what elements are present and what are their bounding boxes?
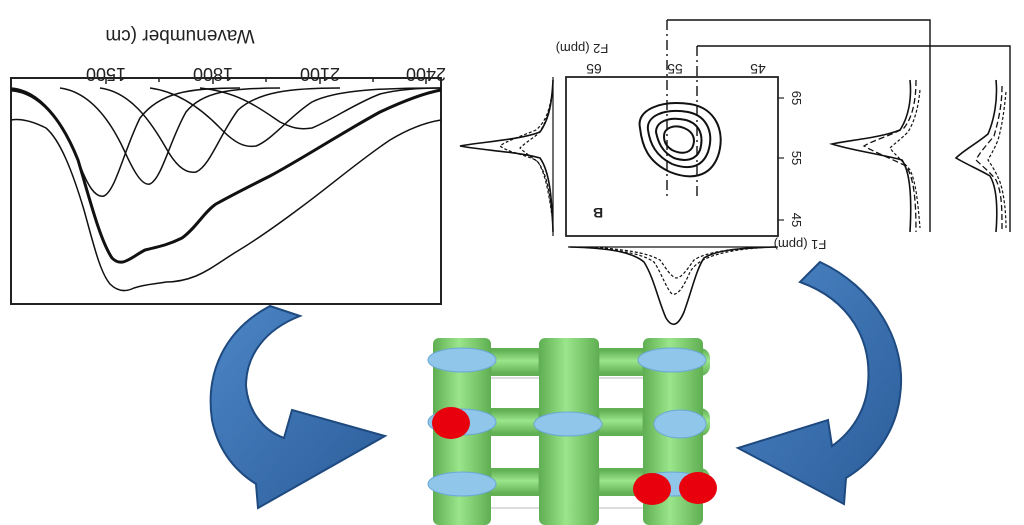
red-site [633, 473, 671, 505]
ir-band-2 [59, 87, 281, 185]
framework-red-sites [432, 407, 717, 505]
svg-text:55: 55 [789, 151, 804, 165]
svg-text:55: 55 [667, 61, 683, 77]
ir-spectrum-panel: Wavenumber (cm 1500 1800 2100 2400 [10, 25, 446, 305]
svg-text:45: 45 [750, 61, 766, 77]
red-site [432, 407, 470, 439]
ir-experimental-spectrum [10, 118, 442, 292]
left-arrow-body [209, 304, 388, 510]
right-curved-arrow [735, 260, 903, 506]
ir-band-5 [199, 87, 442, 130]
svg-text:65: 65 [789, 91, 804, 105]
svg-text:65: 65 [586, 61, 602, 77]
blue-site [533, 411, 603, 437]
nmr-connector-lines [667, 19, 1011, 232]
ir-top-ticks [105, 78, 427, 84]
right-arrow-body [735, 260, 903, 506]
ir-axis-title-text: Wavenumber (cm [105, 25, 254, 46]
blue-site [653, 409, 707, 439]
nmr-top-tick-1: 65 [586, 61, 602, 77]
framework-structure-model [427, 338, 717, 525]
ir-fit-envelope [10, 88, 442, 264]
ir-component-bands [10, 87, 442, 197]
nmr-bottom-projection [568, 246, 778, 325]
svg-text:F2 (ppm): F2 (ppm) [556, 41, 609, 56]
nmr-side-projection-1 [829, 79, 921, 233]
left-curved-arrow [209, 304, 388, 510]
nmr-f1-label: F1 (ppm) [774, 237, 827, 252]
blue-site [427, 471, 497, 497]
nmr-spectrum-panel: F2 (ppm) 65 55 45 65 55 45 B [459, 19, 1011, 325]
nmr-f2-label: F2 (ppm) [556, 41, 609, 56]
ir-band-3 [99, 87, 341, 174]
nmr-panel-letter: B [593, 205, 603, 221]
ir-axis-title: Wavenumber (cm [105, 25, 254, 46]
nmr-right-ticks [778, 97, 784, 221]
nmr-contour-plot [638, 102, 722, 178]
nmr-top-tick-2: 55 [667, 61, 683, 77]
blue-site [637, 347, 707, 373]
ir-plot-frame [10, 77, 442, 305]
red-site [679, 472, 717, 504]
nmr-left-projection [459, 77, 554, 236]
nmr-side-projection-2 [954, 79, 1007, 233]
nmr-2d-plot-frame [565, 76, 779, 237]
ir-band-4 [149, 87, 442, 148]
nmr-top-tick-3: 45 [750, 61, 766, 77]
nmr-right-tick-1: 65 [789, 91, 804, 105]
svg-text:F1 (ppm): F1 (ppm) [774, 237, 827, 252]
blue-site [427, 347, 497, 373]
ir-band-1 [10, 87, 241, 197]
svg-text:B: B [593, 205, 603, 221]
nmr-right-tick-2: 55 [789, 151, 804, 165]
nmr-right-tick-3: 45 [789, 213, 804, 227]
svg-text:45: 45 [789, 213, 804, 227]
